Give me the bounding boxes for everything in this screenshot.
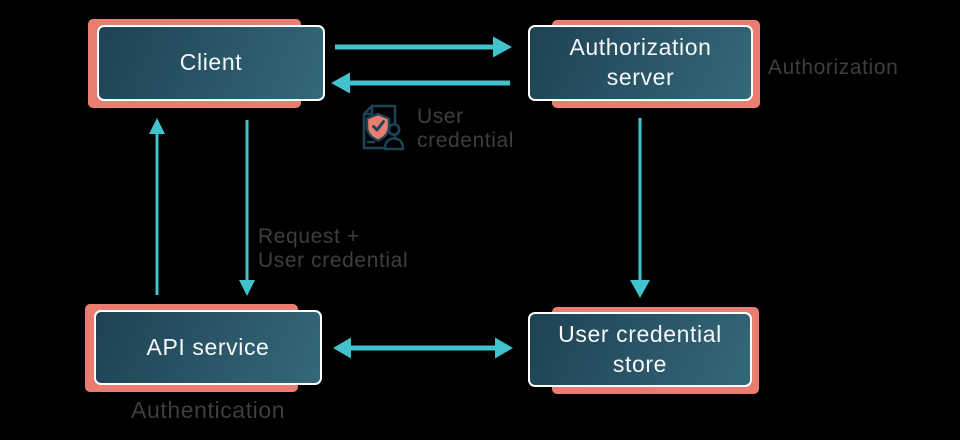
person-head: [387, 122, 401, 136]
arrow-head-down: [239, 280, 255, 296]
arrow-head-down: [630, 280, 650, 298]
node-api-service: API service: [85, 304, 322, 392]
node-user-credential-store-label: User credential store: [558, 320, 722, 377]
arrow-api-service-to-credential-store: [333, 337, 513, 359]
arrow-client-to-api-service: [239, 120, 255, 296]
user-credential-label: User credential: [417, 105, 515, 153]
arrow-client-to-auth-server: [335, 36, 512, 58]
arrow-auth-server-to-client: [331, 72, 510, 94]
user-credential-icon: [362, 104, 405, 151]
node-api-service-label: API service: [146, 333, 270, 360]
shield-check-mark: [372, 120, 385, 132]
node-api-service-box: API service: [94, 310, 322, 385]
person-body: [383, 137, 405, 151]
arrow-head-left: [331, 72, 350, 94]
node-client-label: Client: [179, 49, 243, 76]
arrow-head-right: [493, 36, 512, 58]
document-fold: [362, 104, 374, 116]
node-authorization-server-label: Authorization server: [569, 34, 712, 90]
arrow-auth-server-to-credential-store: [630, 118, 650, 298]
node-user-credential-store: User credential store: [528, 307, 759, 394]
node-user-credential-store-box: User credential store: [528, 312, 752, 387]
node-authorization-server-box: Authorization server: [528, 25, 753, 101]
node-client-box: Client: [97, 25, 325, 101]
authentication-label: Authentication: [131, 397, 286, 423]
arrow-api-service-to-client: [149, 118, 165, 295]
request-user-credential-label: Request + User credential: [258, 225, 409, 273]
node-authorization-server: Authorization server: [528, 20, 760, 108]
authorization-label: Authorization: [768, 56, 899, 79]
node-client: Client: [88, 19, 325, 108]
document-shape: [362, 104, 397, 150]
arrow-head-up: [149, 118, 165, 134]
arrow-head-right: [495, 337, 513, 359]
arrow-head-left: [333, 337, 351, 359]
